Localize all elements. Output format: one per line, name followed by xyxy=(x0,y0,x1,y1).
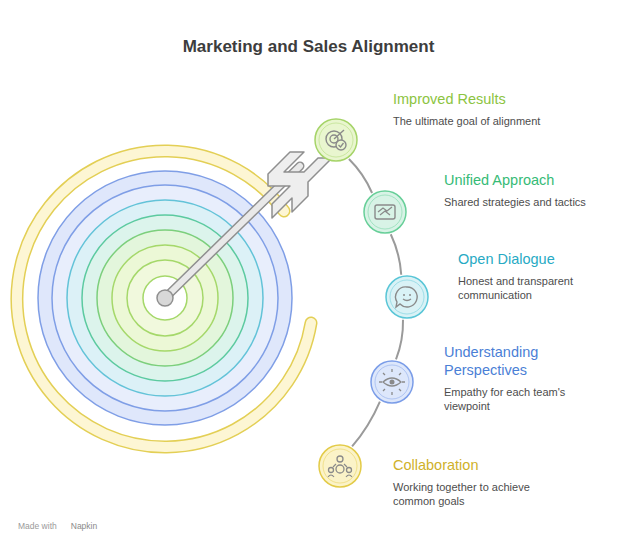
step-node: Open DialogueHonest and transparent comm… xyxy=(385,275,429,319)
step-description: Working together to achieve common goals xyxy=(393,480,558,508)
step-circle xyxy=(363,190,407,234)
step-circle xyxy=(318,444,362,488)
step-node: CollaborationWorking together to achieve… xyxy=(318,444,362,488)
step-heading: Improved Results xyxy=(393,90,593,108)
step-description: Shared strategies and tactics xyxy=(444,195,609,209)
step-circle xyxy=(385,275,429,319)
step-text: Improved ResultsThe ultimate goal of ali… xyxy=(393,90,593,128)
step-node: Unified ApproachShared strategies and ta… xyxy=(363,190,407,234)
step-description: Honest and transparent communication xyxy=(458,274,598,302)
connector-line xyxy=(391,234,401,274)
step-heading: Collaboration xyxy=(393,456,593,474)
outer-band xyxy=(17,151,311,447)
step-heading: Open Dialogue xyxy=(458,250,608,268)
step-text: Open DialogueHonest and transparent comm… xyxy=(458,250,608,302)
arrow-tip xyxy=(157,290,173,306)
step-text: Unified ApproachShared strategies and ta… xyxy=(444,171,609,209)
step-heading: Unified Approach xyxy=(444,171,609,189)
step-node: Understanding PerspectivesEmpathy for ea… xyxy=(370,360,414,404)
connector-line xyxy=(396,320,403,360)
step-text: Understanding PerspectivesEmpathy for ea… xyxy=(444,343,594,413)
connector-line xyxy=(349,159,372,193)
arrow-fletching xyxy=(268,152,332,218)
diagram-title: Marketing and Sales Alignment xyxy=(0,37,617,57)
step-description: The ultimate goal of alignment xyxy=(393,114,593,128)
step-circle xyxy=(314,118,358,162)
step-node: Improved ResultsThe ultimate goal of ali… xyxy=(314,118,358,162)
step-heading: Understanding Perspectives xyxy=(444,343,574,379)
outer-band-fill xyxy=(17,151,311,447)
connector-line xyxy=(352,402,380,447)
step-text: CollaborationWorking together to achieve… xyxy=(393,456,593,508)
step-description: Empathy for each team's viewpoint xyxy=(444,385,594,413)
watermark: Made with xyxy=(18,521,57,531)
step-circle xyxy=(370,360,414,404)
watermark: Napkin xyxy=(71,521,97,531)
